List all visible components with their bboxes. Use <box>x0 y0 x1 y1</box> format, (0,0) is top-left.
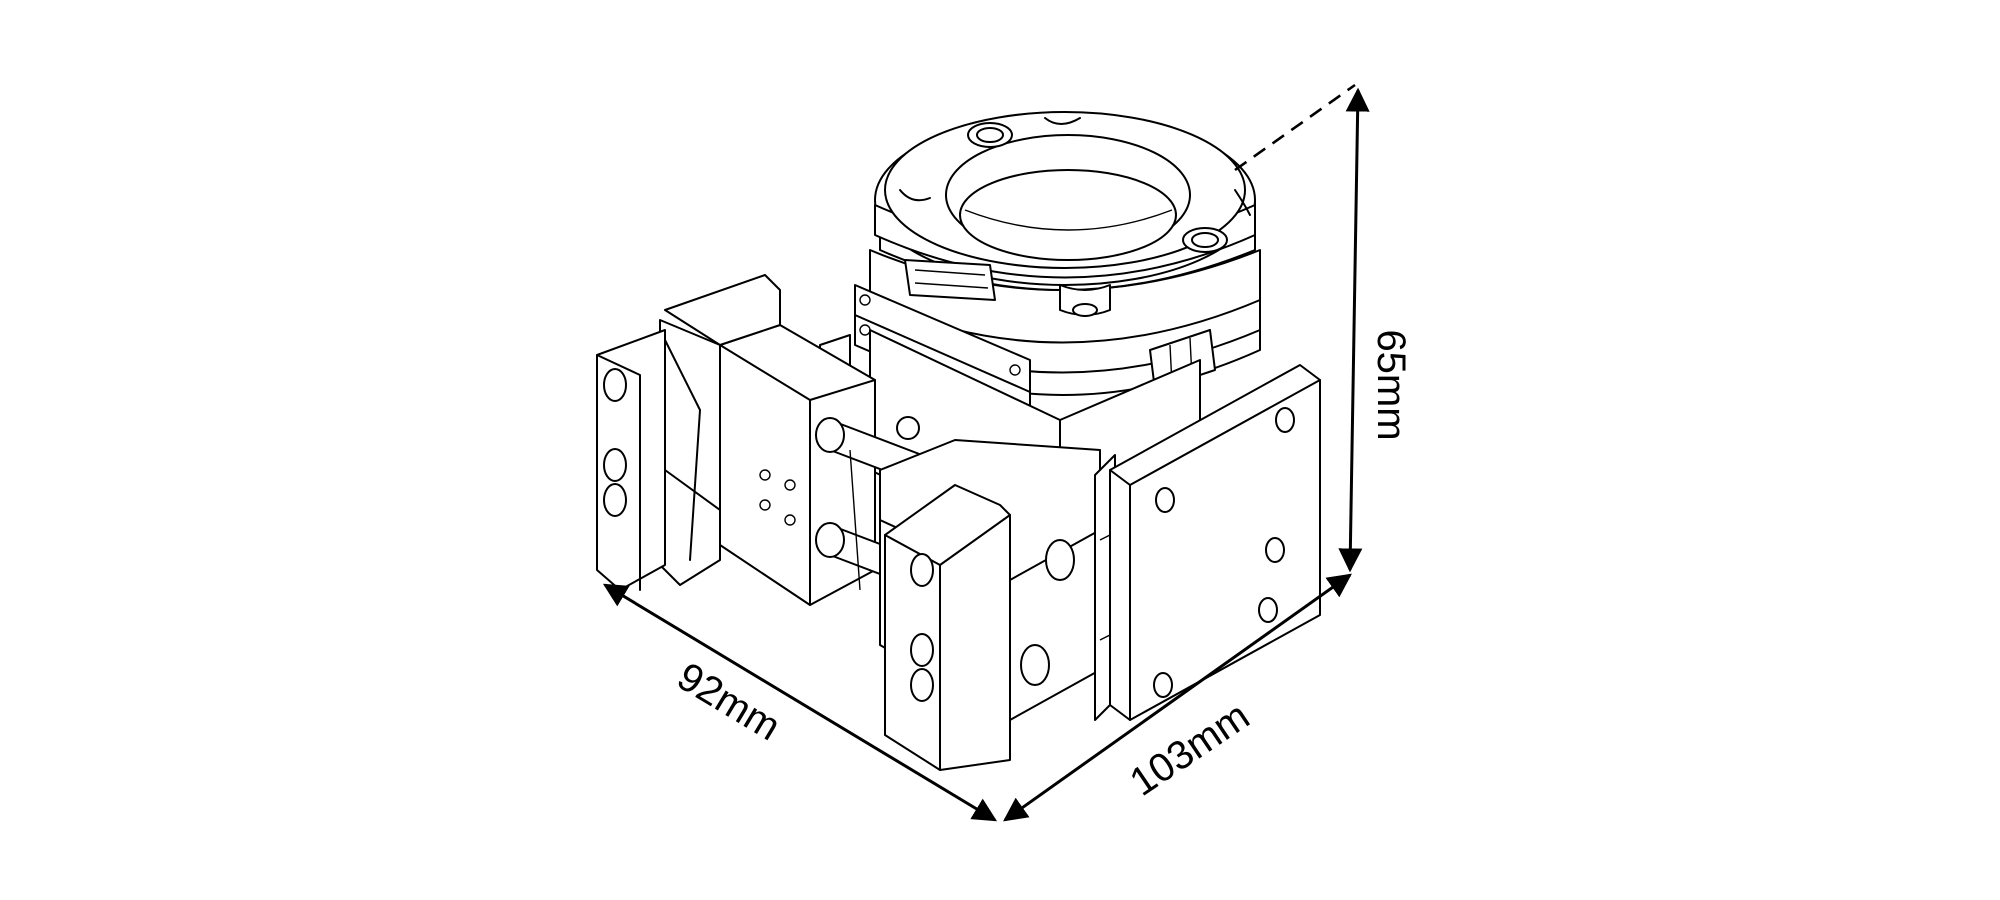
right-jaw <box>879 439 1101 771</box>
width-label: 92mm <box>670 654 788 749</box>
depth-dimension-line <box>1003 573 1352 822</box>
mounting-screw-right <box>1182 227 1228 253</box>
mounting-screw-top-left <box>967 122 1013 148</box>
height-label: 65mm <box>1369 329 1413 440</box>
height-extension-line <box>1234 83 1356 172</box>
height-dimension-line <box>1338 87 1370 573</box>
rotary-actuator <box>854 111 1261 421</box>
width-dimension-line <box>602 583 998 822</box>
front-lug <box>1059 284 1111 316</box>
end-cap <box>904 259 996 301</box>
